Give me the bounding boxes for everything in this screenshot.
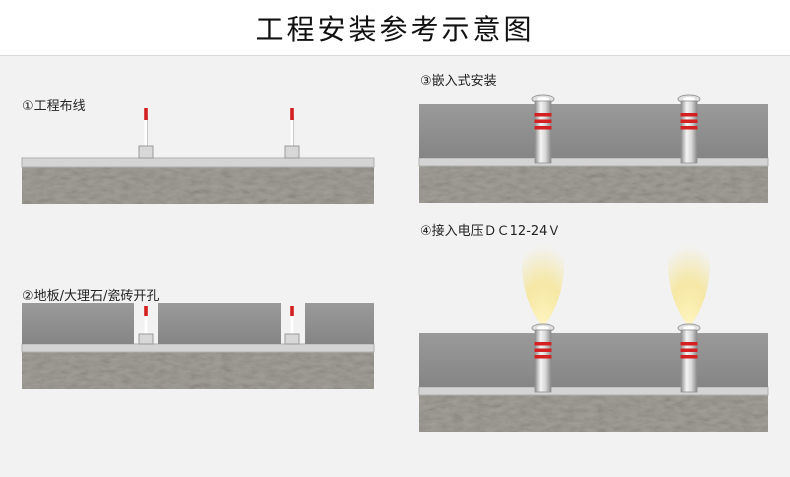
concrete-base <box>22 167 374 204</box>
step-3-label: ③嵌入式安装 <box>420 74 497 89</box>
floor-slab <box>305 303 374 344</box>
diagram-step-1-wiring <box>21 106 375 204</box>
floor-slab <box>419 333 768 387</box>
light-beam <box>521 245 565 327</box>
diagram-step-4-powered <box>418 245 769 432</box>
cable-conduit <box>418 157 769 167</box>
light-beam <box>667 245 711 327</box>
page-title: 工程安装参考示意图 <box>255 13 535 46</box>
concrete-base <box>419 395 768 432</box>
title-band <box>0 0 790 56</box>
diagram-step-3-embedded <box>418 94 769 203</box>
buried-led-light-icon <box>677 323 701 393</box>
cable-icon <box>283 106 301 160</box>
cable-icon <box>284 306 300 345</box>
cable-conduit <box>21 343 375 353</box>
diagram-step-2-openings <box>21 303 375 389</box>
concrete-base <box>419 166 768 203</box>
floor-slab <box>419 104 768 158</box>
cable-icon <box>138 306 154 345</box>
buried-led-light-icon <box>677 94 701 164</box>
step-1-label: ①工程布线 <box>22 99 86 114</box>
concrete-base <box>22 352 374 389</box>
buried-led-light-icon <box>531 94 555 164</box>
cable-icon <box>137 106 155 160</box>
step-4-label: ④接入电压ＤＣ12-24Ｖ <box>420 224 561 239</box>
floor-slab <box>158 303 281 344</box>
cable-conduit <box>21 157 375 168</box>
cable-conduit <box>418 386 769 396</box>
floor-slab <box>22 303 134 344</box>
step-2-label: ②地板/大理石/瓷砖开孔 <box>22 289 160 304</box>
buried-led-light-icon <box>531 323 555 393</box>
